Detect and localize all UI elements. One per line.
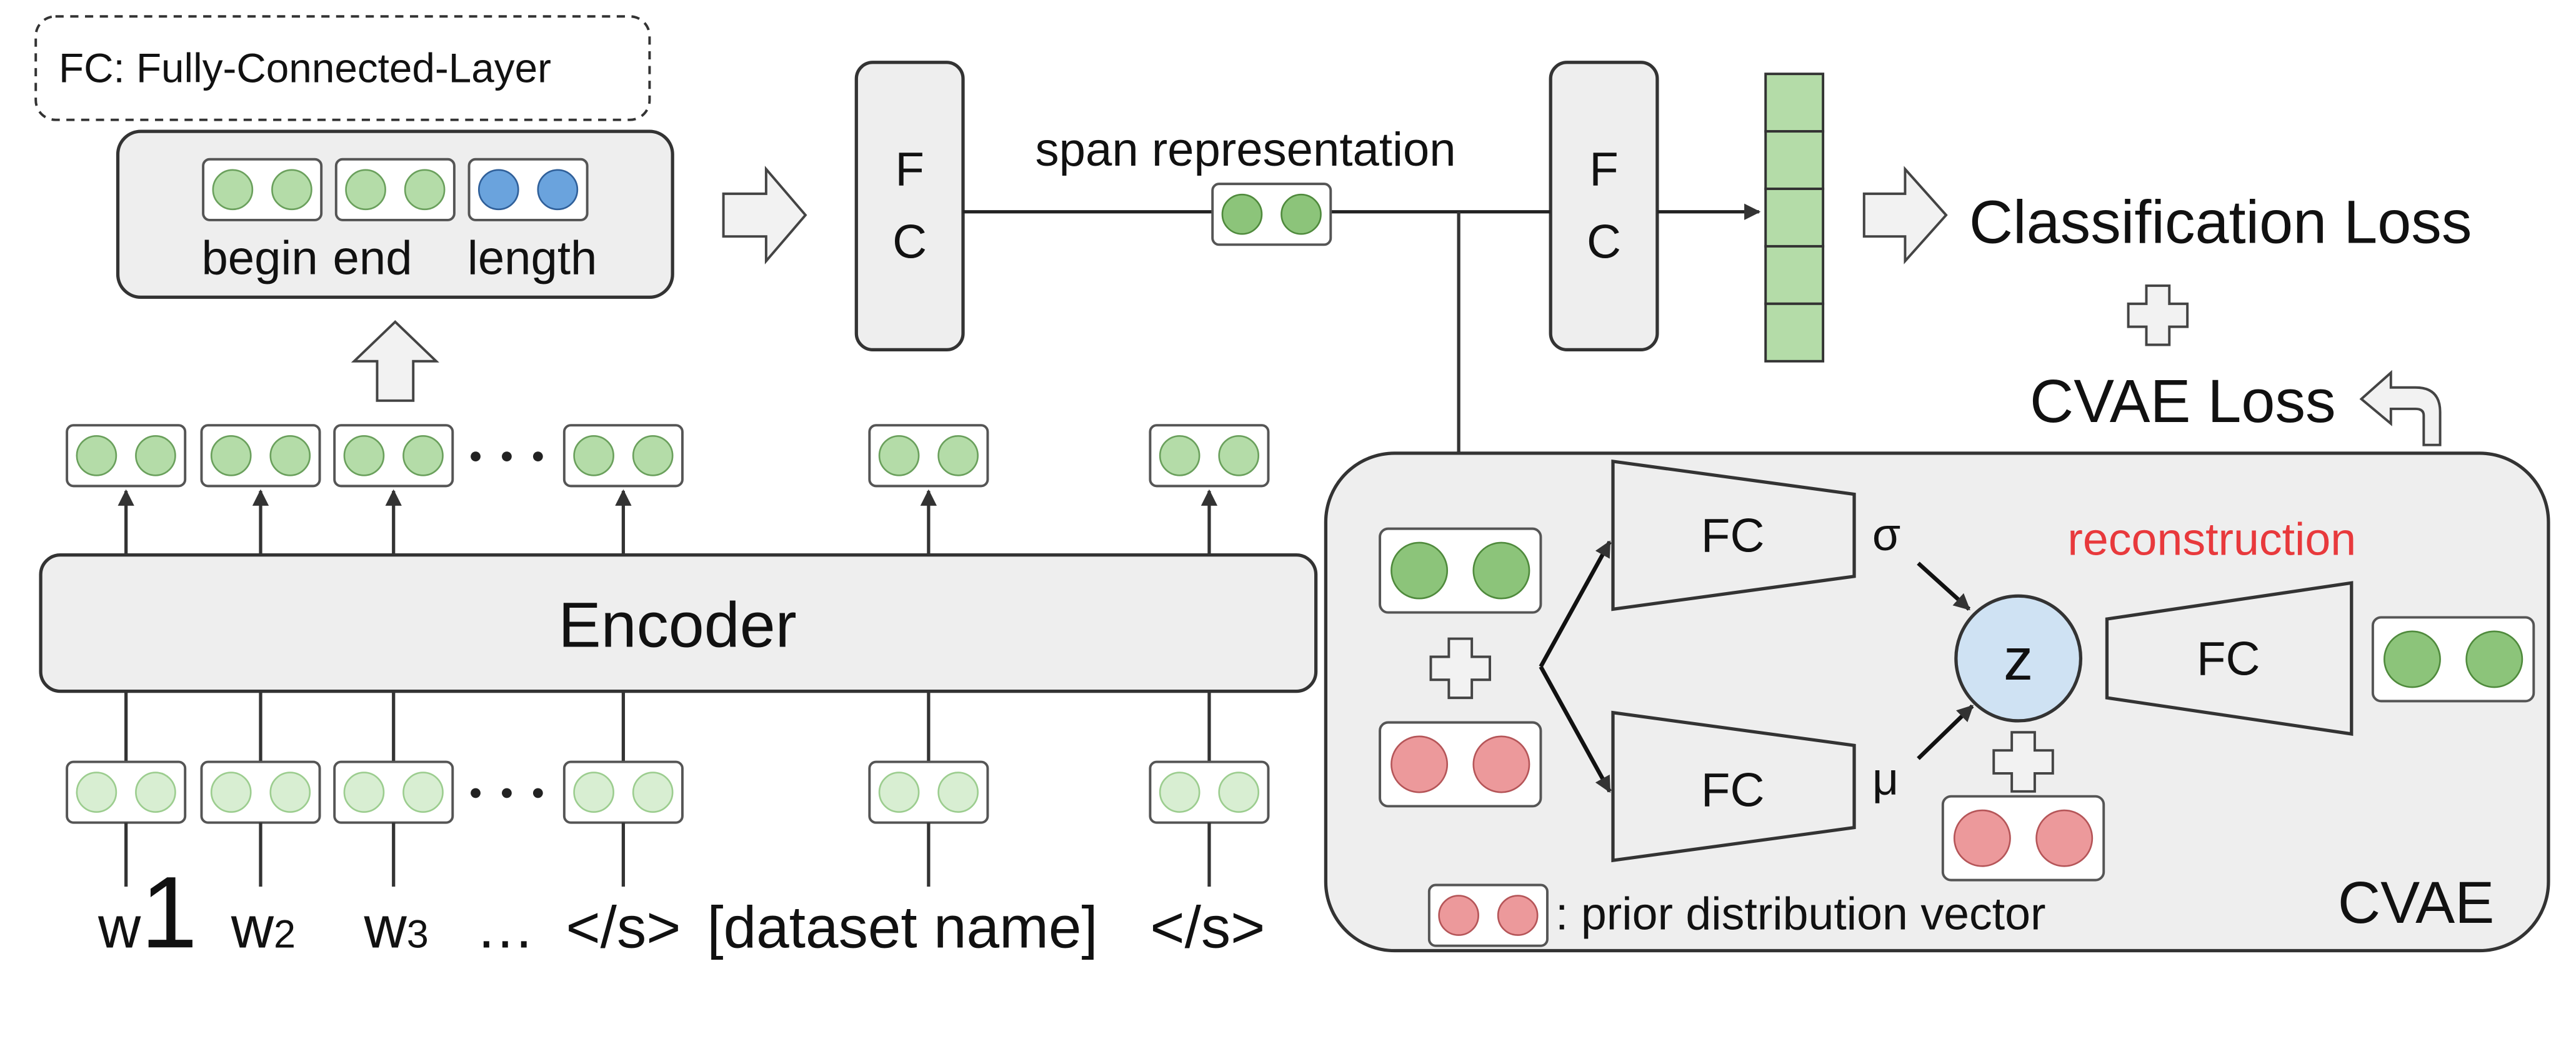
fc-decoder: FC <box>2105 581 2354 736</box>
plus-icon <box>1429 637 1491 700</box>
return-arrow-icon <box>2359 370 2442 446</box>
token-w2: w2 <box>231 894 296 960</box>
latent-z-label: z <box>2004 626 2033 693</box>
cvae-title: CVAE <box>2338 870 2494 936</box>
token-w1: w1 <box>97 855 197 969</box>
token-sep-2: </s> <box>1150 894 1265 960</box>
fc-legend-text: FC: Fully-Connected-Layer <box>59 45 551 91</box>
sigma-label: σ <box>1872 508 1900 560</box>
fc-mu: FC <box>1611 710 1856 863</box>
fc-layer-1: F C <box>854 61 965 352</box>
end-label: end <box>333 232 412 285</box>
block-arrow-up-icon <box>351 320 439 402</box>
latent-z-node: z <box>1954 594 2083 723</box>
encoder-block: Encoder <box>39 553 1318 693</box>
token-ellipsis: … <box>476 894 535 960</box>
encoder-output-arrows <box>117 489 1218 555</box>
fc-layer-1-f: F <box>895 143 924 196</box>
span-representation-vector <box>1211 183 1332 246</box>
prior-legend-text: : prior distribution vector <box>1555 887 2045 939</box>
cvae-panel: FC σ FC μ z reconstruction FC <box>1324 451 2550 953</box>
token-sep-1: </s> <box>566 894 681 960</box>
fc-sigma-label: FC <box>1701 509 1765 562</box>
length-label: length <box>467 232 597 285</box>
sigma-to-z-arrow <box>1917 561 1971 611</box>
span-feature-box: begin end length <box>116 129 674 299</box>
mu-label: μ <box>1872 753 1899 805</box>
classification-loss-label: Classification Loss <box>1969 188 2472 256</box>
plus-icon <box>2127 284 2189 346</box>
branch-arrow-sigma <box>1539 540 1612 668</box>
class-output-vector <box>1764 73 1825 363</box>
token-lines <box>124 822 1211 887</box>
input-tokens: w1 w2 w3 … </s> [dataset name] </s> <box>97 855 1265 969</box>
hidden-vectors-row <box>66 424 1270 488</box>
fc-layer-2: F C <box>1549 61 1659 352</box>
block-arrow-right-icon <box>722 166 807 264</box>
fc-layer-1-c: C <box>892 215 927 268</box>
fc-mu-label: FC <box>1701 763 1765 817</box>
begin-label: begin <box>201 232 317 285</box>
mu-to-z-arrow <box>1917 704 1974 760</box>
fc-sigma: FC <box>1611 459 1856 611</box>
input-embeddings-row <box>66 760 1270 824</box>
block-arrow-right-icon <box>1862 166 1948 264</box>
encoder-label: Encoder <box>558 589 796 661</box>
reconstruction-label: reconstruction <box>2067 513 2356 565</box>
fc-layer-2-f: F <box>1589 143 1619 196</box>
cvae-loss-label: CVAE Loss <box>2030 367 2336 435</box>
span-representation-label: span representation <box>1036 123 1456 176</box>
branch-arrow-mu <box>1539 665 1612 793</box>
token-dataset-name: [dataset name] <box>707 894 1097 960</box>
token-w3: w3 <box>363 894 428 960</box>
encoder-input-lines <box>124 691 1211 762</box>
fc-decoder-label: FC <box>2197 632 2260 685</box>
plus-icon <box>1992 731 2054 793</box>
fc-legend-note: FC: Fully-Connected-Layer <box>34 15 651 121</box>
fc-layer-2-c: C <box>1587 215 1621 268</box>
